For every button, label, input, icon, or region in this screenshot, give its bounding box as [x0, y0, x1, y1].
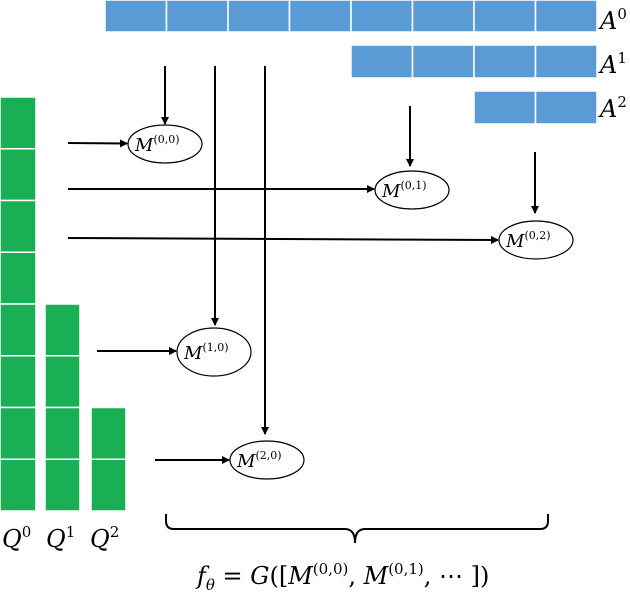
q0-cell [0, 303, 37, 357]
a0-cell [227, 0, 291, 33]
a2-label: A2 [598, 93, 627, 123]
a1-cell [473, 44, 537, 79]
module-m01: M(0,1) [374, 170, 450, 210]
q0-cell [0, 148, 37, 202]
q-column-2 [90, 406, 127, 512]
svg-text:M(0,1): M(0,1) [381, 179, 427, 202]
q2-cell [90, 406, 127, 460]
a0-label: A0 [598, 5, 627, 35]
q1-label: Q1 [46, 523, 75, 553]
a-row-2 [473, 90, 598, 125]
a0-cell [473, 0, 537, 33]
a0-cell [288, 0, 352, 33]
a1-cell [534, 44, 598, 79]
arrow-q0-to-m00 [67, 139, 128, 148]
q1-cell [44, 355, 81, 409]
q0-cell [0, 355, 37, 409]
svg-text:M(0,2): M(0,2) [505, 229, 551, 252]
module-m10: M(1,0) [176, 327, 252, 377]
q-columns: Q0 Q1 Q2 [0, 96, 127, 553]
svg-text:M(1,0): M(1,0) [183, 341, 229, 364]
aggregation-formula: fθ = G([M(0,0), M(0,1), ⋯ ]) [195, 560, 489, 592]
q0-label: Q0 [2, 523, 31, 553]
q0-cell [0, 251, 37, 305]
q1-cell [44, 406, 81, 460]
svg-text:M(2,0): M(2,0) [236, 449, 282, 472]
q0-cell [0, 458, 37, 512]
q-column-1 [44, 303, 81, 512]
a-row-1 [350, 44, 598, 79]
module-m20: M(2,0) [229, 440, 305, 480]
module-m00: M(0,0) [127, 124, 203, 164]
q1-cell [44, 303, 81, 357]
q0-cell [0, 406, 37, 460]
a0-cell [104, 0, 168, 33]
svg-text:M(0,0): M(0,0) [134, 133, 180, 156]
q-column-0 [0, 96, 37, 512]
q2-label: Q2 [90, 523, 119, 553]
a2-cell [534, 90, 598, 125]
a0-cell [534, 0, 598, 33]
module-m02: M(0,2) [498, 220, 574, 260]
a0-cell [165, 0, 229, 33]
modules: M(0,0) M(0,1) M(0,2) M(1,0) M(2,0) [127, 124, 574, 480]
q1-cell [44, 458, 81, 512]
a-rows: A0 A1 A2 [104, 0, 627, 125]
a1-label: A1 [598, 49, 627, 79]
a2-cell [473, 90, 537, 125]
a0-cell [411, 0, 475, 33]
a1-cell [350, 44, 414, 79]
aggregation-brace [165, 514, 549, 544]
arrows [67, 66, 539, 464]
a1-cell [411, 44, 475, 79]
a-row-0 [104, 0, 598, 33]
arrow-q0-to-m02 [67, 235, 499, 244]
q0-cell [0, 199, 37, 253]
a0-cell [350, 0, 414, 33]
q0-cell [0, 96, 37, 150]
q2-cell [90, 458, 127, 512]
